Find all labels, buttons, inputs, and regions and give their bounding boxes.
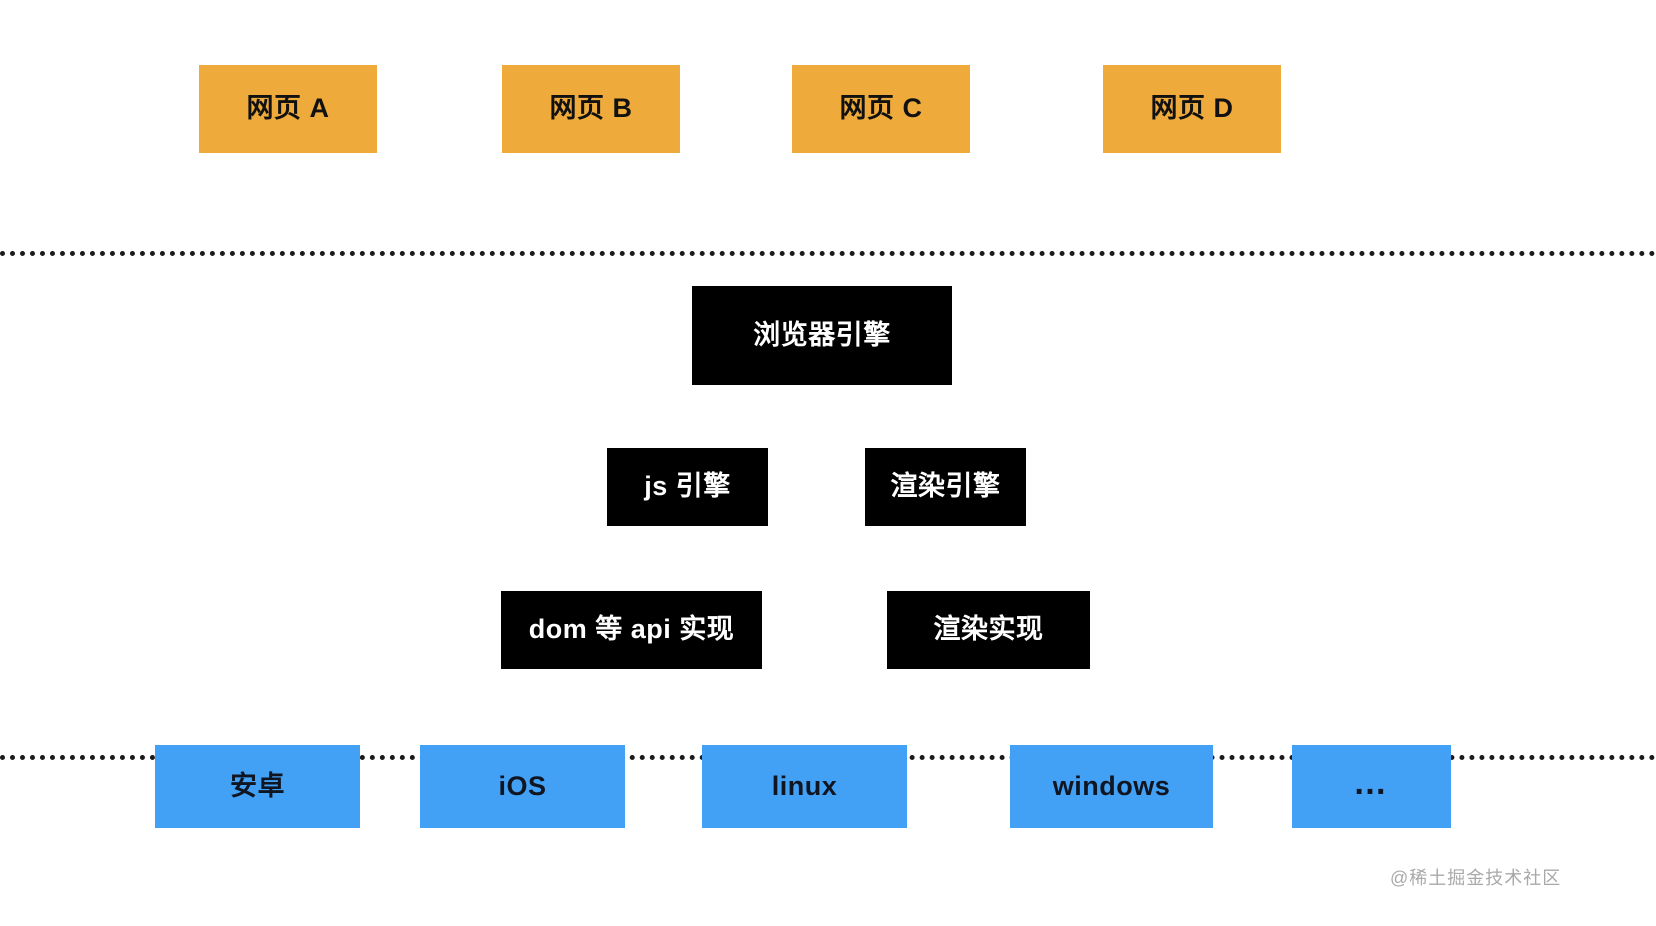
node-os-ios: iOS	[420, 745, 625, 828]
node-web-page-a: 网页 A	[199, 65, 377, 153]
node-label: 安卓	[230, 770, 285, 801]
node-web-page-c: 网页 C	[792, 65, 970, 153]
node-label: js 引擎	[644, 471, 731, 502]
watermark: @稀土掘金技术社区	[1390, 868, 1562, 888]
divider-pages-engines	[0, 251, 1656, 256]
node-label: 渲染引擎	[890, 471, 1001, 502]
node-js-engine: js 引擎	[607, 448, 768, 526]
node-label: windows	[1052, 770, 1171, 801]
node-web-page-b: 网页 B	[502, 65, 680, 153]
node-label: 网页 B	[549, 93, 633, 124]
node-web-page-d: 网页 D	[1103, 65, 1281, 153]
node-label: 渲染实现	[933, 614, 1044, 645]
node-label: 网页 D	[1150, 93, 1234, 124]
node-os-android: 安卓	[155, 745, 360, 828]
node-os-more: …	[1292, 745, 1451, 828]
node-label: 网页 A	[246, 93, 330, 124]
node-label: linux	[771, 770, 838, 801]
node-render-implementation: 渲染实现	[887, 591, 1090, 669]
node-dom-api-implementation: dom 等 api 实现	[501, 591, 762, 669]
node-os-windows: windows	[1010, 745, 1213, 828]
node-label: iOS	[498, 770, 547, 801]
node-label: 网页 C	[839, 93, 923, 124]
node-label: dom 等 api 实现	[528, 614, 735, 645]
node-label: …	[1353, 763, 1390, 802]
node-render-engine: 渲染引擎	[865, 448, 1026, 526]
node-label: 浏览器引擎	[753, 319, 891, 350]
node-browser-engine: 浏览器引擎	[692, 286, 952, 385]
node-os-linux: linux	[702, 745, 907, 828]
